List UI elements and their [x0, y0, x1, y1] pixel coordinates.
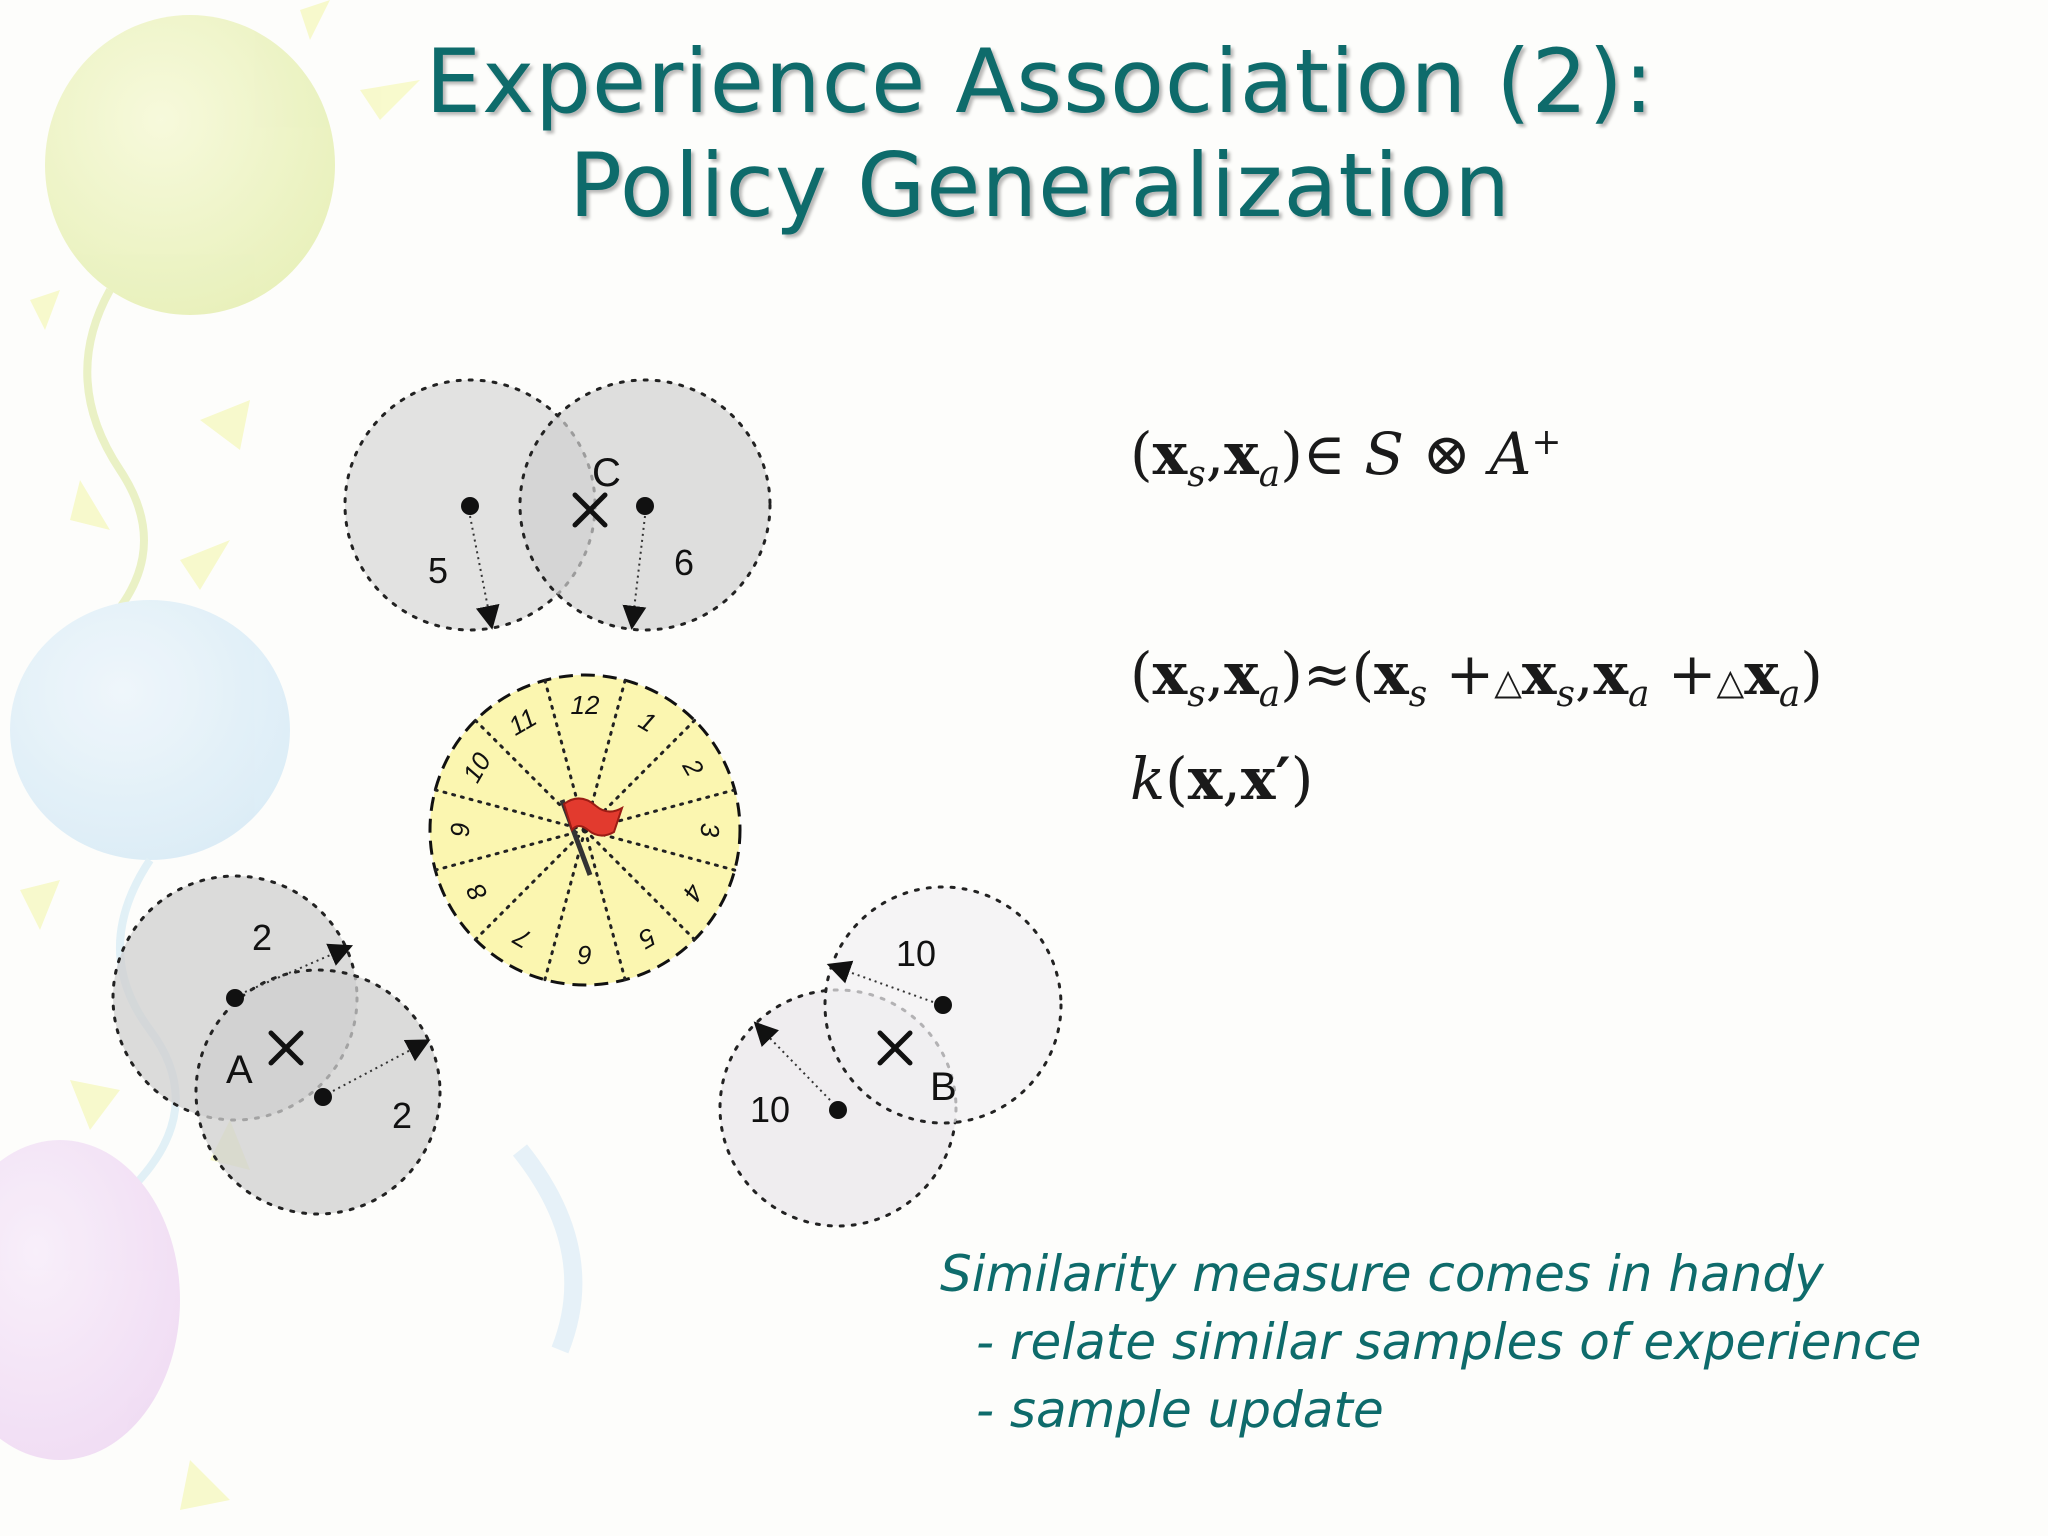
clock-spoke [583, 828, 627, 982]
group-a: A 2 2 [111, 874, 442, 1216]
similarity-note: Similarity measure comes in handy - rela… [940, 1240, 1921, 1444]
cross-marker-icon [572, 492, 608, 528]
clock-number: 6 [577, 940, 592, 970]
note-line-3: - sample update [976, 1381, 1384, 1439]
sample-point [226, 989, 244, 1007]
value-a-bottom: 2 [392, 1095, 412, 1136]
sample-point [829, 1101, 847, 1119]
label-a: A [226, 1048, 253, 1092]
clock-spoke [433, 788, 587, 832]
sample-point [636, 497, 654, 515]
label-c: C [592, 451, 621, 495]
slide-title: Experience Association (2): Policy Gener… [300, 30, 1780, 238]
clock-spoke [543, 828, 587, 982]
value-c-left: 5 [428, 550, 448, 591]
sample-point [314, 1088, 332, 1106]
clock-number: 9 [445, 823, 475, 837]
clock-spoke [433, 828, 587, 872]
cross-marker-icon [877, 1030, 913, 1066]
sample-point [461, 497, 479, 515]
clock-spoke [583, 828, 697, 942]
clock-spoke [473, 828, 587, 942]
cross-marker-icon [268, 1030, 304, 1066]
formula-approximation: (xs,xa)≈(xs +△xs,xa +△xa) [1130, 640, 1823, 715]
formula-membership: (xs,xa)∈ S ⊗ A+ [1130, 420, 1562, 495]
group-b: B 10 10 [718, 885, 1063, 1228]
group-c: C 5 6 [343, 378, 772, 632]
flag-icon [559, 797, 624, 876]
title-line-1: Experience Association (2): [425, 30, 1655, 133]
title-line-2: Policy Generalization [568, 134, 1512, 237]
clock-spoke [583, 828, 737, 872]
value-a-top: 2 [252, 917, 272, 958]
clock-number: 3 [695, 823, 725, 838]
clock-number: 12 [571, 690, 600, 720]
label-b: B [930, 1065, 957, 1109]
note-line-2: - relate similar samples of experience [976, 1313, 1922, 1371]
sample-point [934, 996, 952, 1014]
value-b-top: 10 [896, 933, 936, 974]
note-line-1: Similarity measure comes in handy [940, 1245, 1824, 1303]
value-c-right: 6 [674, 542, 694, 583]
formula-kernel: k(x,x′) [1130, 745, 1314, 813]
value-b-bottom: 10 [750, 1089, 790, 1130]
